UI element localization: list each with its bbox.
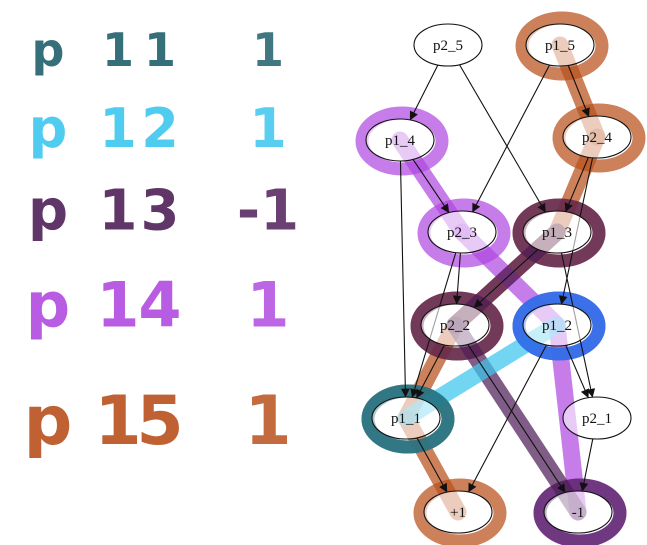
node-shape	[543, 490, 613, 534]
edge-p2_3-to-p2_2	[452, 252, 462, 305]
highlight-ring	[413, 478, 507, 545]
node-label: p1_3	[542, 225, 572, 241]
edge-p1_2-to-p2_1	[565, 345, 590, 399]
legend-value: 1	[249, 97, 287, 160]
legend-value: -1	[237, 179, 299, 244]
legend-char: 1	[144, 23, 176, 77]
node-shape	[522, 303, 592, 347]
node-label: p2_4	[582, 130, 613, 146]
legend-char: p	[24, 382, 73, 461]
node-label: p1_4	[385, 133, 416, 149]
node-plus1: +1	[423, 490, 493, 534]
node-p1_1: p1_1	[371, 396, 441, 440]
node-label: p2_1	[582, 411, 612, 427]
node-p2_5: p2_5	[413, 23, 483, 67]
node-p1_2: p1_2	[522, 303, 592, 347]
legend-char: 1	[102, 23, 134, 77]
node-label: +1	[450, 505, 466, 521]
legend-char: p	[26, 269, 70, 342]
legend-char: 1	[94, 382, 141, 461]
highlight-ring	[512, 198, 606, 268]
legend-value: 1	[252, 23, 284, 77]
legend-char: p	[28, 179, 68, 244]
graph-nodes: p2_5 p1_5 p1_4 p2_4 p2_3 p1_3 p2_2 p1_2 p1_1 p2_1…	[365, 23, 632, 534]
highlight-ring	[552, 103, 646, 173]
node-shape	[562, 396, 632, 440]
legend-char: 5	[136, 382, 183, 461]
edge-p1_5-to-p2_3	[471, 64, 551, 213]
node-minus1: -1	[543, 490, 613, 534]
legend-char: p	[32, 23, 65, 77]
legend-char: 4	[138, 269, 181, 342]
node-shape	[365, 118, 435, 162]
edge-p2_5-to-p1_3	[459, 64, 546, 213]
node-p2_2: p2_2	[420, 303, 490, 347]
node-shape	[525, 23, 595, 67]
legend-char: 1	[99, 179, 138, 244]
node-p1_5: p1_5	[525, 23, 595, 67]
legend-char: 1	[96, 269, 139, 342]
edge-p1_2-to-plus1	[468, 344, 547, 493]
node-p2_3: p2_3	[427, 210, 497, 254]
edge-p1_4-to-p1_1	[399, 160, 410, 398]
node-p1_3: p1_3	[522, 210, 592, 254]
node-shape	[413, 23, 483, 67]
node-shape	[522, 210, 592, 254]
highlight-ring	[515, 11, 609, 81]
edge-p1_5-to-p2_4	[567, 65, 590, 118]
edge-p2_2-to-minus1	[467, 344, 566, 493]
edge-p2_1-to-minus1	[579, 438, 594, 492]
node-shape	[371, 396, 441, 440]
edge-p1_4-to-p2_3	[412, 159, 450, 213]
node-p2_4: p2_4	[562, 115, 632, 159]
node-label: p1_1	[391, 411, 421, 427]
highlight-ring	[417, 198, 511, 268]
legend-char: 1	[99, 97, 137, 160]
edge-p2_5-to-p1_4	[409, 64, 439, 121]
legend-char: p	[29, 97, 68, 160]
node-p2_1: p2_1	[562, 396, 632, 440]
node-label: p1_5	[545, 38, 575, 54]
node-label: -1	[572, 505, 585, 521]
node-shape	[423, 490, 493, 534]
node-shape	[420, 303, 490, 347]
legend-value: 1	[244, 382, 291, 461]
node-label: p2_5	[433, 38, 463, 54]
edge-p1_1-to-plus1	[416, 437, 448, 493]
node-p1_4: p1_4	[365, 118, 435, 162]
edge-p2_4-to-p1_3	[564, 157, 589, 213]
legend-char: 2	[141, 97, 179, 160]
node-shape	[427, 210, 497, 254]
edge-p1_3-to-p2_2	[473, 248, 539, 309]
edge-p2_2-to-p1_1	[416, 344, 445, 399]
legend-value: 1	[246, 269, 289, 342]
node-label: p2_2	[440, 318, 470, 334]
node-label: p2_3	[447, 225, 477, 241]
node-label: p1_2	[542, 318, 572, 334]
highlight-ring	[355, 106, 449, 176]
legend-char: 3	[141, 179, 180, 244]
node-shape	[562, 115, 632, 159]
